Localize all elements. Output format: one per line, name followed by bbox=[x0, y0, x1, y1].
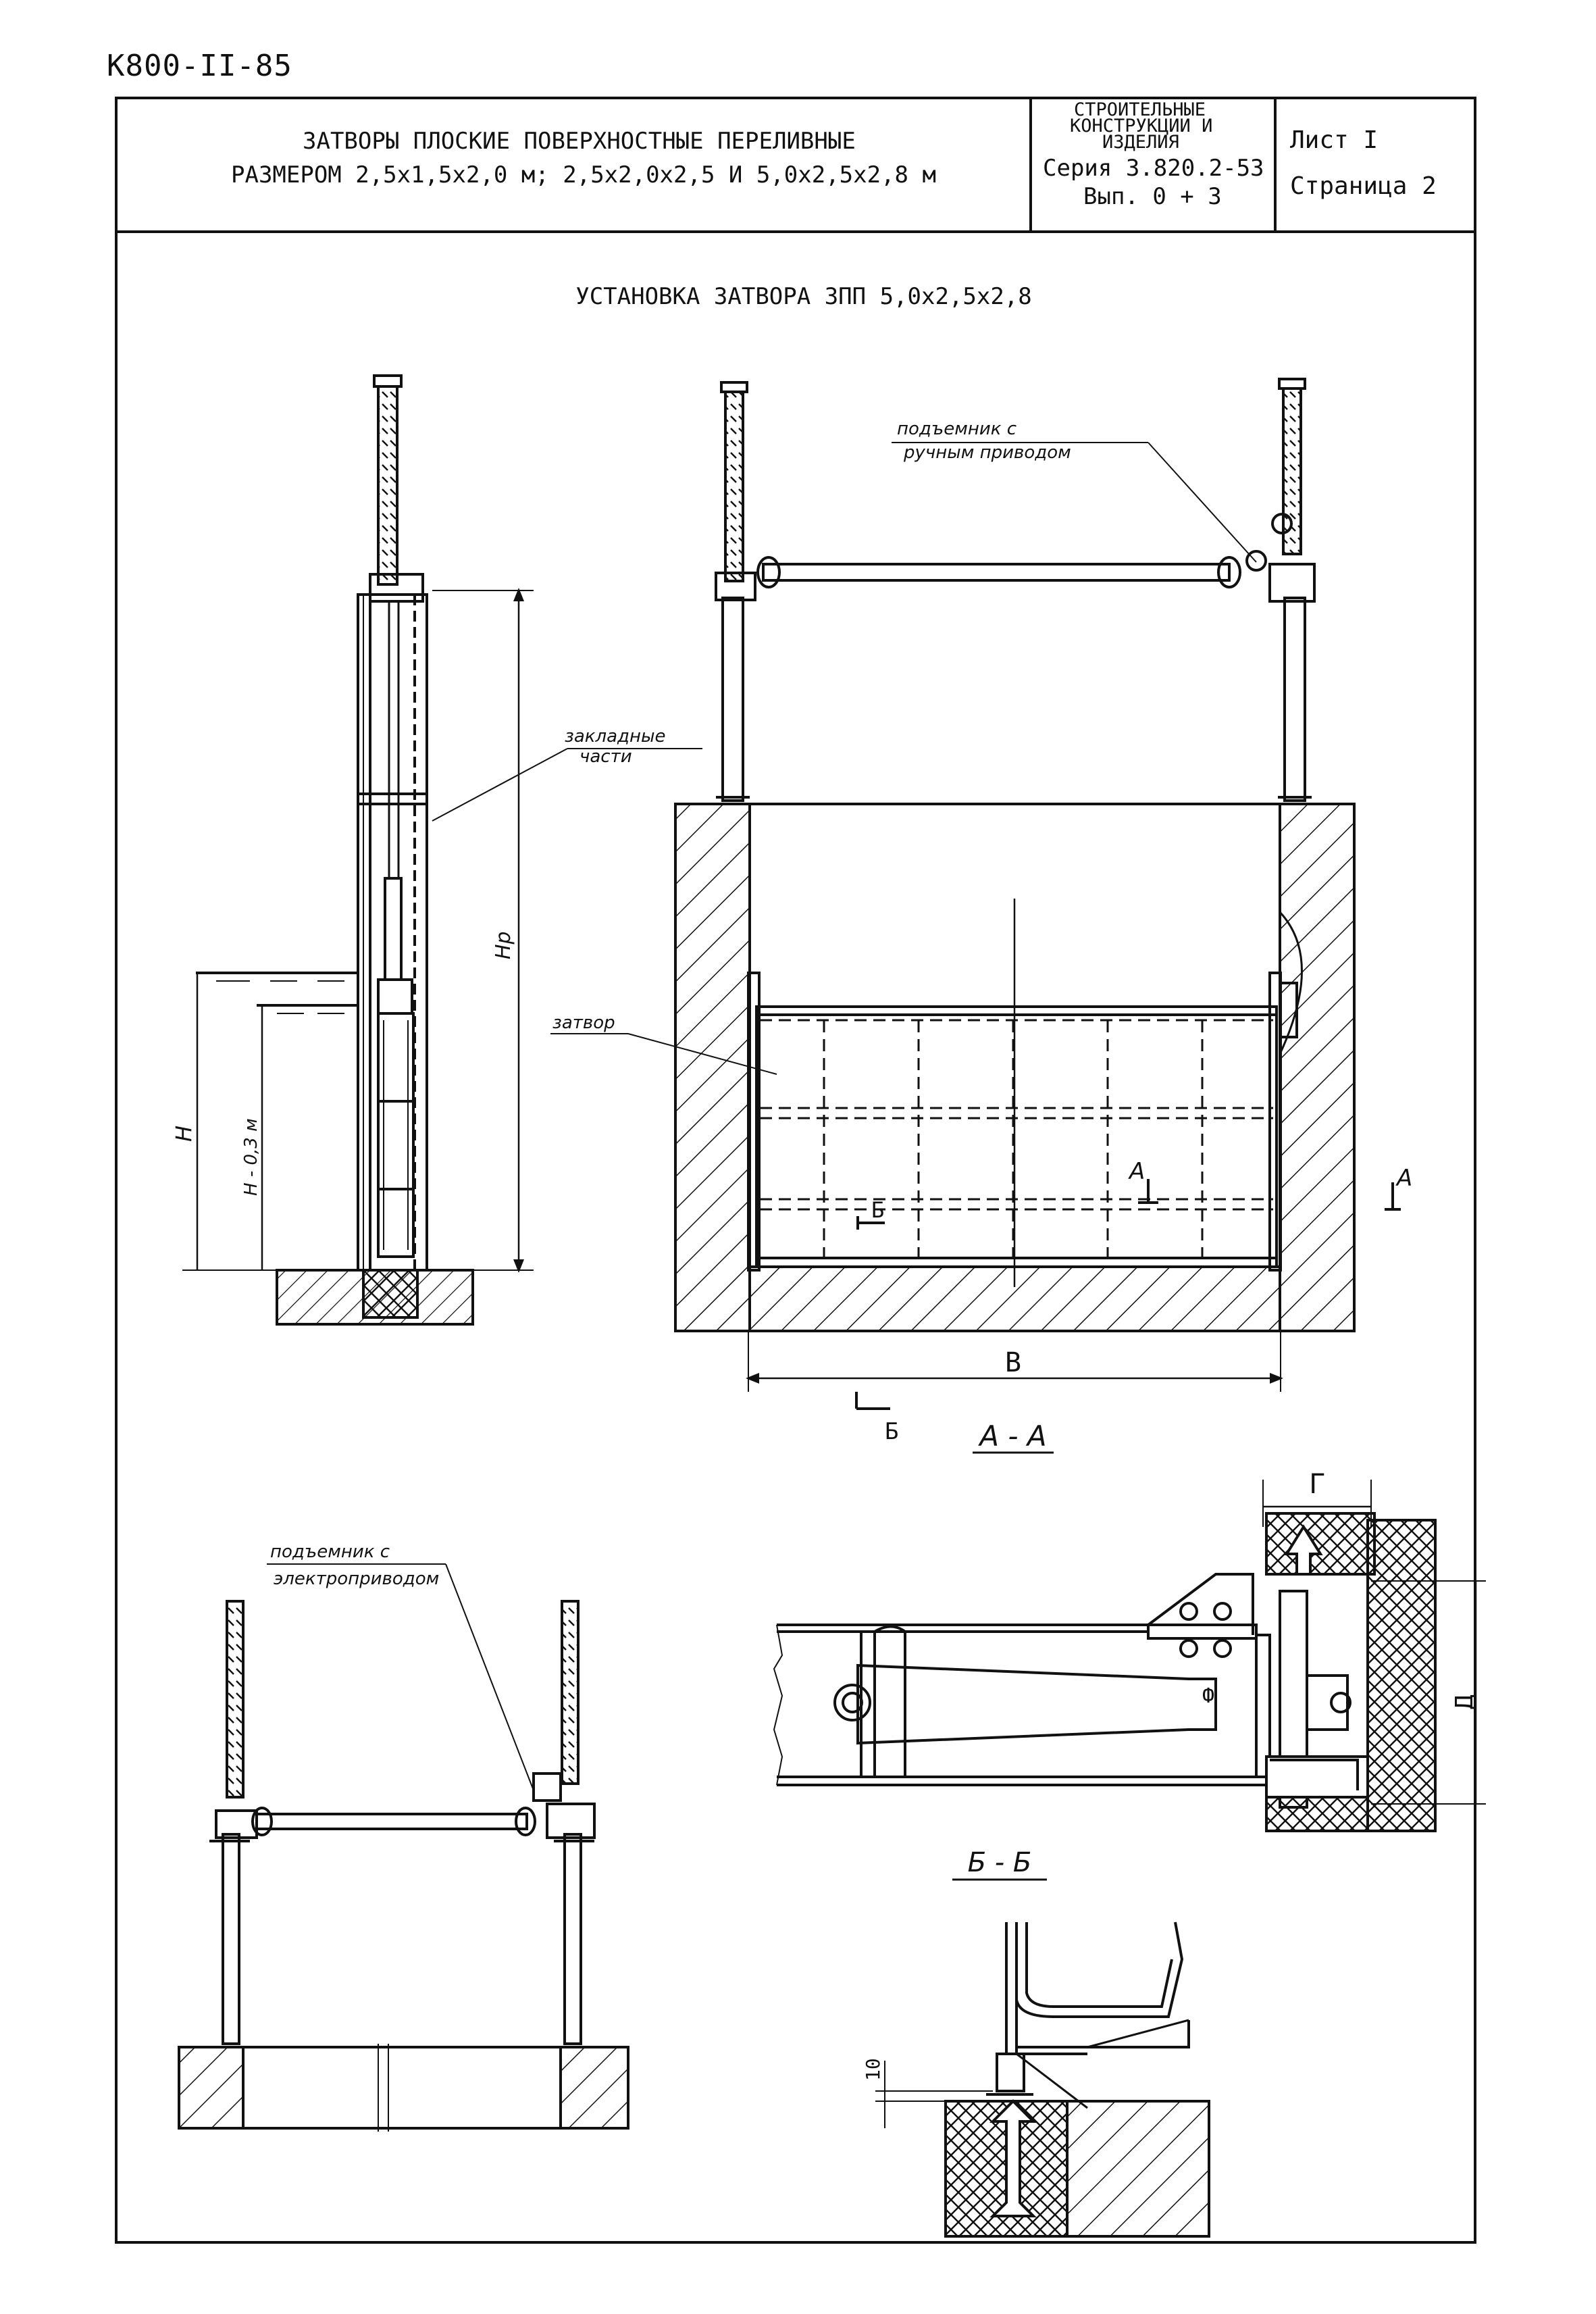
series-line-2: КОНСТРУКЦИИ И bbox=[1070, 116, 1213, 136]
left-column bbox=[721, 597, 744, 802]
right-column bbox=[1283, 597, 1306, 802]
right-lifting-rod bbox=[1282, 384, 1302, 555]
gate-leaf bbox=[755, 1005, 1278, 1268]
dim-h: H bbox=[171, 1126, 197, 1142]
label-gate: затвор bbox=[552, 1013, 615, 1033]
series-line-3: ИЗДЕЛИЯ bbox=[1102, 132, 1179, 153]
right-lifter-head bbox=[1268, 563, 1316, 603]
front-elevation bbox=[550, 378, 1401, 1410]
title-line-1: ЗАТВОРЫ ПЛОСКИЕ ПОВЕРХНОСТНЫЕ ПЕРЕЛИВНЫЕ bbox=[303, 128, 856, 155]
label-electric-lifter-1: подъемник с bbox=[270, 1542, 390, 1562]
drawing-frame: ЗАТВОРЫ ПЛОСКИЕ ПОВЕРХНОСТНЫЕ ПЕРЕЛИВНЫЕ… bbox=[115, 97, 1476, 2244]
title-block: ЗАТВОРЫ ПЛОСКИЕ ПОВЕРХНОСТНЫЕ ПЕРЕЛИВНЫЕ… bbox=[118, 99, 1474, 233]
wheel-axle bbox=[856, 1663, 1217, 1745]
section-aa-title: А - А bbox=[977, 1419, 1046, 1453]
mark-a-inner: А bbox=[1128, 1158, 1145, 1185]
mark-b-inner: Б bbox=[871, 1197, 884, 1223]
dim-b: В bbox=[1005, 1347, 1021, 1378]
label-electric-lifter-2: электроприводом bbox=[274, 1569, 439, 1589]
dim-h-minus: H - 0,3 м bbox=[241, 1118, 261, 1196]
series-cell: СТРОИТЕЛЬНЫЕ КОНСТРУКЦИИ И ИЗДЕЛИЯ Серия… bbox=[1032, 99, 1277, 230]
dim-hp: Hр bbox=[492, 931, 515, 959]
label-manual-lifter-2: ручным приводом bbox=[903, 443, 1071, 463]
electric-motor bbox=[532, 1772, 562, 1802]
left-wall bbox=[674, 803, 751, 1332]
label-embedded-1: закладные bbox=[565, 726, 666, 747]
label-embedded-2: части bbox=[580, 747, 632, 767]
sheet-number: Лист I bbox=[1290, 126, 1379, 154]
series-line-1: СТРОИТЕЛЬНЫЕ bbox=[1074, 99, 1206, 120]
section-bb-title: Б - Б bbox=[968, 1847, 1032, 1878]
side-lifter-head bbox=[369, 573, 424, 603]
side-view bbox=[182, 374, 702, 1326]
left-lifting-rod bbox=[724, 387, 744, 582]
electric-cross-shaft bbox=[255, 1813, 528, 1830]
side-guide-frame bbox=[357, 593, 428, 1272]
section-aa bbox=[773, 1480, 1486, 1832]
title-cell: ЗАТВОРЫ ПЛОСКИЕ ПОВЕРХНОСТНЫЕ ПЕРЕЛИВНЫЕ… bbox=[118, 99, 1032, 230]
section-bb bbox=[875, 1921, 1210, 2238]
dim-ten: 10 bbox=[862, 2058, 884, 2081]
sheet-cell: Лист I Страница 2 bbox=[1277, 99, 1479, 230]
electric-lifter-view bbox=[178, 1563, 629, 2132]
side-gate-leaf bbox=[377, 1012, 415, 1258]
mark-b-outer: Б bbox=[885, 1418, 898, 1445]
dim-d: Д bbox=[1451, 1694, 1478, 1709]
side-lifting-rod bbox=[377, 380, 398, 586]
left-lifter-head bbox=[715, 572, 756, 601]
mark-a-outer: А bbox=[1395, 1165, 1412, 1192]
document-code: К800-II-85 bbox=[107, 49, 292, 83]
label-manual-lifter-1: подъемник с bbox=[897, 419, 1016, 439]
right-wall bbox=[1279, 803, 1356, 1332]
cross-shaft bbox=[762, 563, 1231, 582]
dim-f: Ф bbox=[1202, 1684, 1214, 1708]
dim-g: Г bbox=[1309, 1469, 1325, 1500]
drawing-heading: УСТАНОВКА ЗАТВОРА ЗПП 5,0х2,5х2,8 bbox=[575, 283, 1032, 310]
title-line-2: РАЗМЕРОМ 2,5х1,5х2,0 м; 2,5х2,0х2,5 И 5,… bbox=[231, 161, 936, 188]
side-sill bbox=[362, 1269, 419, 1319]
section-aa-concrete bbox=[1366, 1519, 1437, 1832]
series-line-4: Серия 3.820.2-53 bbox=[1043, 155, 1264, 182]
series-line-5: Вып. 0 + 3 bbox=[1083, 183, 1222, 210]
page-number: Страница 2 bbox=[1290, 172, 1437, 200]
